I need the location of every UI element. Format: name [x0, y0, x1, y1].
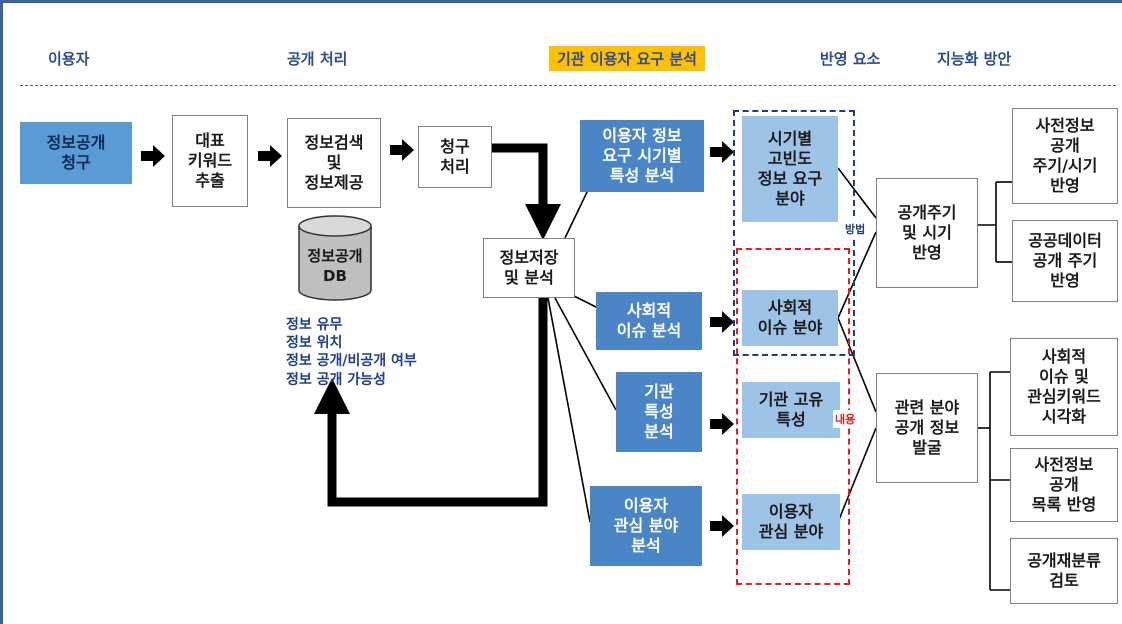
- arrow-right-icon: [710, 141, 734, 163]
- arrow-right-icon: [710, 311, 734, 333]
- cycle-reflect-box: 공개주기 및 시기 반영: [876, 178, 978, 288]
- header-reflection: 반영 요소: [820, 50, 881, 68]
- db-info-item: 정보 위치: [286, 335, 343, 352]
- link-social-cycle: [837, 231, 877, 319]
- method-note: 방법: [843, 220, 868, 238]
- org-characteristic-analysis-box: 기관 특성 분석: [616, 372, 702, 452]
- social-visualize-box: 사회적 이슈 및 관심키워드 시각화: [1010, 338, 1118, 436]
- interest-field-analysis-box: 이용자 관심 분야 분석: [590, 486, 702, 566]
- prior-cycle-box: 사전정보 공개 주기/시기 반영: [1012, 108, 1118, 204]
- arrow-right-icon: [258, 145, 282, 167]
- frequent-demand-box: 시기별 고빈도 정보 요구 분야: [742, 116, 838, 222]
- db-info-item: 정보 공개 가능성: [286, 371, 386, 388]
- storage-to-db-loop-line: [314, 298, 548, 507]
- db-info-list: 정보 유무 정보 위치 정보 공개/비공개 여부 정보 공개 가능성: [286, 316, 417, 389]
- org-unique-box: 기관 고유 특성: [742, 382, 840, 438]
- database-icon: [298, 215, 372, 301]
- search-provide-box: 정보검색 및 정보제공: [287, 118, 381, 208]
- prior-list-box: 사전정보 공개 목록 반영: [1010, 448, 1118, 522]
- link-frequent-cycle: [837, 167, 877, 219]
- header-intelligence: 지능화 방안: [937, 50, 1012, 68]
- db-info-item: 정보 공개/비공개 여부: [286, 353, 417, 370]
- fan-line-time: [564, 189, 589, 239]
- public-data-box: 공공데이터 공개 주기 반영: [1012, 220, 1118, 302]
- arrow-right-icon: [390, 139, 414, 161]
- interest-field-box: 이용자 관심 분야: [742, 494, 840, 550]
- header-user: 이용자: [48, 50, 90, 68]
- claim-to-storage-line: [492, 143, 561, 240]
- header-disclosure: 공개 처리: [287, 50, 348, 68]
- link-interest-discover: [837, 427, 877, 523]
- time-characteristic-analysis-box: 이용자 정보 요구 시기별 특성 분석: [580, 120, 704, 192]
- header-separator: [20, 85, 1116, 86]
- claim-process-box: 청구 처리: [418, 126, 492, 188]
- header-analysis: 기관 이용자 요구 분석: [549, 46, 705, 71]
- arrow-right-icon: [710, 515, 734, 537]
- db-label: 정보공개 DB: [307, 247, 363, 286]
- fan-line-org: [554, 297, 617, 411]
- info-request-box: 정보공개 청구: [20, 122, 132, 184]
- arrow-right-icon: [141, 145, 165, 167]
- db-info-item: 정보 유무: [286, 317, 343, 333]
- discover-info-box: 관련 분야 공개 정보 발굴: [876, 373, 978, 483]
- link-social-discover: [837, 317, 877, 413]
- social-issue-field-box: 사회적 이슈 분야: [742, 290, 838, 346]
- fan-line-interest: [547, 297, 591, 523]
- storage-analysis-box: 정보저장 및 분석: [483, 238, 575, 298]
- reclassify-box: 공개재분류 검토: [1010, 538, 1118, 604]
- keyword-extract-box: 대표 키워드 추출: [172, 115, 248, 207]
- arrow-right-icon: [710, 413, 734, 435]
- social-issue-analysis-box: 사회적 이슈 분석: [596, 292, 702, 350]
- content-note: 내용: [833, 410, 858, 428]
